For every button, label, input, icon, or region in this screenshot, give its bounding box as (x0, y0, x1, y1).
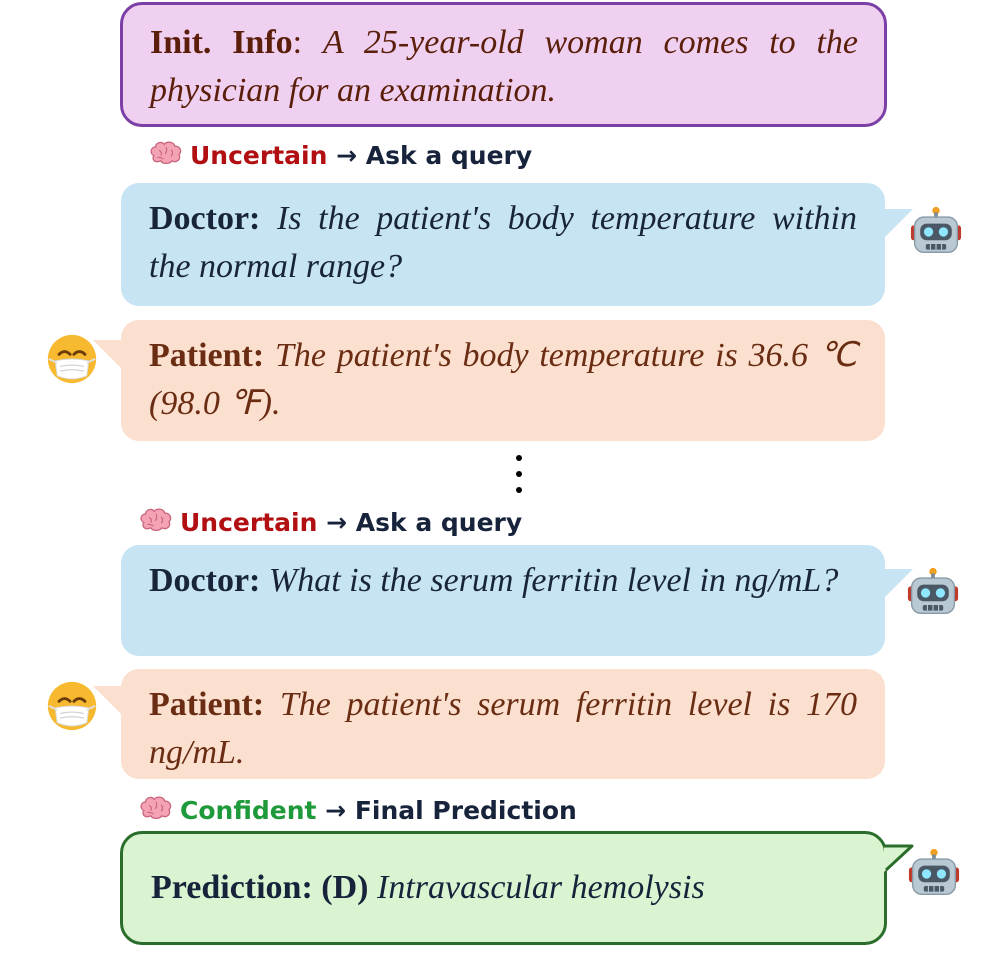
step-status-2: Uncertain → Ask a query (138, 507, 522, 538)
brain-icon (138, 507, 174, 533)
step-status-3: Confident → Final Prediction (138, 795, 577, 826)
masked-face-icon (46, 333, 98, 385)
step-status-1: Uncertain → Ask a query (148, 140, 532, 171)
step-state: Confident (180, 796, 317, 825)
step-action: Ask a query (355, 508, 523, 537)
doctor-bubble-tail (883, 209, 913, 239)
message-text: The patient's serum ferritin level is 17… (149, 686, 857, 771)
patient-bubble-tail (93, 686, 123, 716)
speaker-label: Doctor: (149, 200, 261, 237)
robot-icon (910, 205, 962, 257)
doctor-message-1: Doctor: Is the patient's body temperatur… (121, 183, 885, 306)
step-state: Uncertain (180, 508, 318, 537)
step-action: Final Prediction (354, 796, 577, 825)
masked-face-icon (46, 680, 98, 732)
prediction-box: Prediction: (D) Intravascular hemolysis (120, 831, 887, 945)
prediction-label: Prediction: (151, 869, 313, 906)
patient-message-1: Patient: The patient's body temperature … (121, 320, 885, 441)
brain-icon (148, 140, 184, 166)
message-text: Is the patient's body temperature within… (149, 200, 857, 285)
init-info-box: Init. Info: A 25-year-old woman comes to… (120, 2, 887, 127)
init-info-separator: : (292, 24, 303, 61)
prediction-text: Intravascular hemolysis (377, 869, 705, 906)
brain-icon (138, 795, 174, 821)
robot-icon (908, 847, 960, 899)
speaker-label: Patient: (149, 337, 265, 374)
init-info-text: A 25-year-old woman comes to the physici… (150, 24, 859, 109)
prediction-bubble-tail (884, 844, 914, 872)
message-text: The patient's body temperature is 36.6 ℃… (149, 337, 858, 422)
message-text: What is the serum ferritin level in ng/m… (268, 562, 839, 599)
arrow-icon: → (326, 508, 348, 537)
patient-message-2: Patient: The patient's serum ferritin le… (121, 669, 885, 779)
arrow-icon: → (325, 796, 347, 825)
patient-bubble-tail (93, 340, 123, 370)
robot-icon (907, 566, 959, 618)
speaker-label: Patient: (149, 686, 265, 723)
speaker-label: Doctor: (149, 562, 261, 599)
step-state: Uncertain (190, 141, 328, 170)
prediction-option: (D) (321, 869, 369, 906)
step-action: Ask a query (365, 141, 533, 170)
doctor-message-2: Doctor: What is the serum ferritin level… (121, 545, 885, 656)
init-info-label: Init. Info (150, 24, 293, 61)
arrow-icon: → (336, 141, 358, 170)
vertical-ellipsis (516, 455, 524, 503)
